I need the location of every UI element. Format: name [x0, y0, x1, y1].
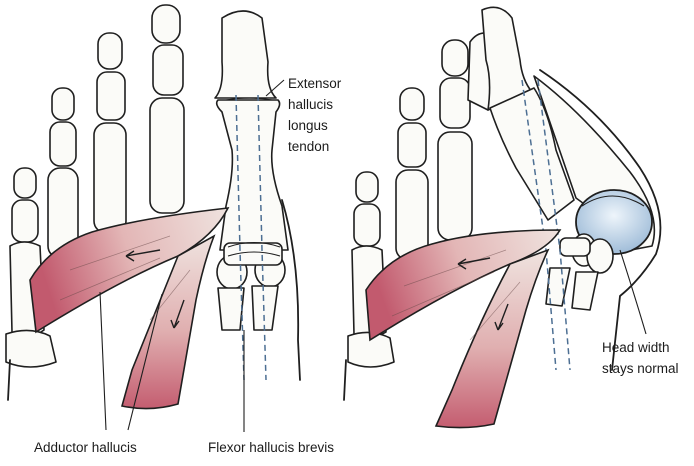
normal-foot-illustration: [6, 5, 300, 432]
great-toe-bones-left: [215, 11, 288, 330]
adductor-muscle-right: [366, 230, 560, 428]
label-line: tendon: [288, 139, 329, 154]
label-line: Extensor: [288, 76, 342, 91]
label-line: Head width: [602, 340, 670, 355]
label-line: stays normal: [602, 361, 679, 376]
flexor-hallucis-brevis-label: Flexor hallucis brevis: [208, 440, 334, 455]
extensor-hallucis-longus-label: Extensor hallucis longus tendon: [288, 76, 342, 154]
lesser-toe-bones-right: [348, 40, 472, 367]
label-line: hallucis: [288, 97, 333, 112]
label-line: longus: [288, 118, 328, 133]
adductor-hallucis-label: Adductor hallucis: [34, 440, 137, 455]
